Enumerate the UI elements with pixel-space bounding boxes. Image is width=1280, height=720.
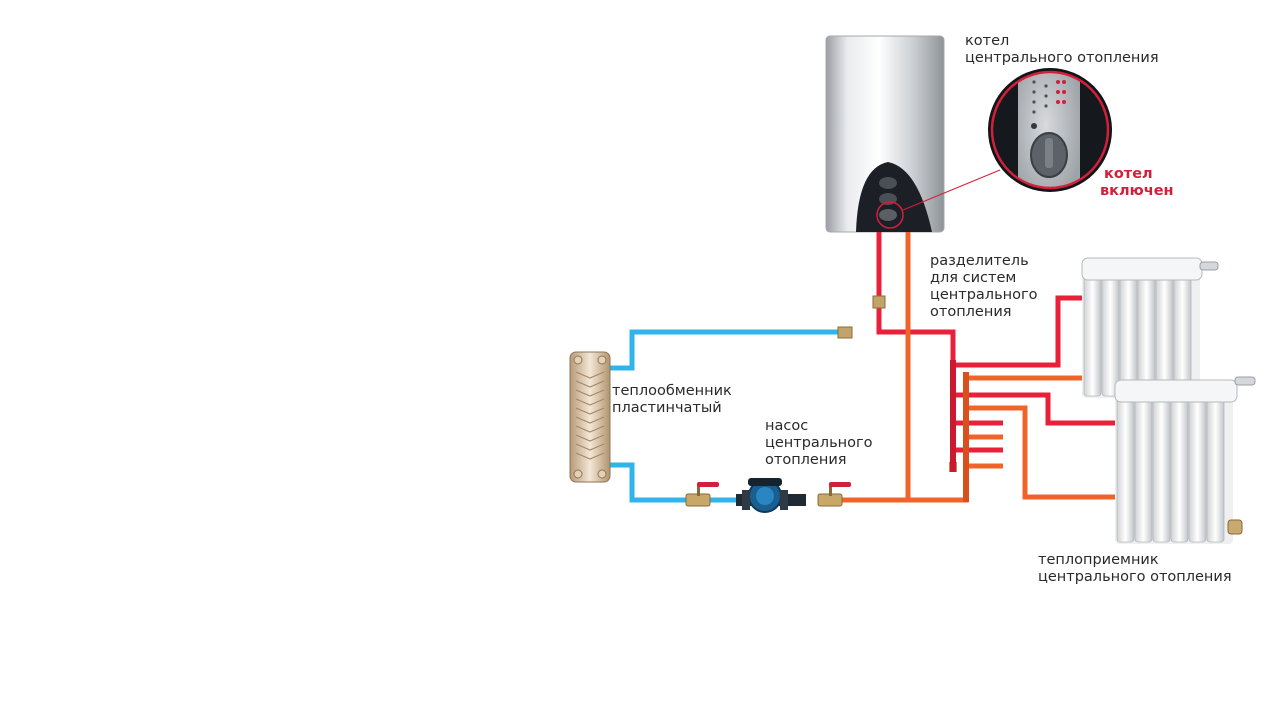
boiler-icon — [825, 35, 945, 233]
radiator-icon — [1114, 376, 1256, 544]
pump-icon — [736, 478, 806, 513]
boiler-on-label: котел включен — [1100, 166, 1174, 199]
ball-valve-icon — [817, 482, 851, 507]
receiver-label: теплоприемник центрального отопления — [1038, 552, 1232, 585]
plate-exchanger-icon — [569, 351, 611, 483]
splitter-label: разделитель для систем центрального отоп… — [930, 253, 1038, 320]
return-pipes — [840, 232, 1118, 503]
ball-valve-icon — [685, 482, 719, 507]
boiler-label: котел центрального отопления — [965, 33, 1159, 66]
exchanger-label: теплообменник пластинчатый — [612, 383, 732, 416]
pump-label: насос центрального отопления — [765, 418, 873, 468]
radiator-icon — [1081, 257, 1219, 398]
control-panel-zoom-icon — [902, 68, 1112, 211]
manifold-icon — [950, 360, 969, 502]
